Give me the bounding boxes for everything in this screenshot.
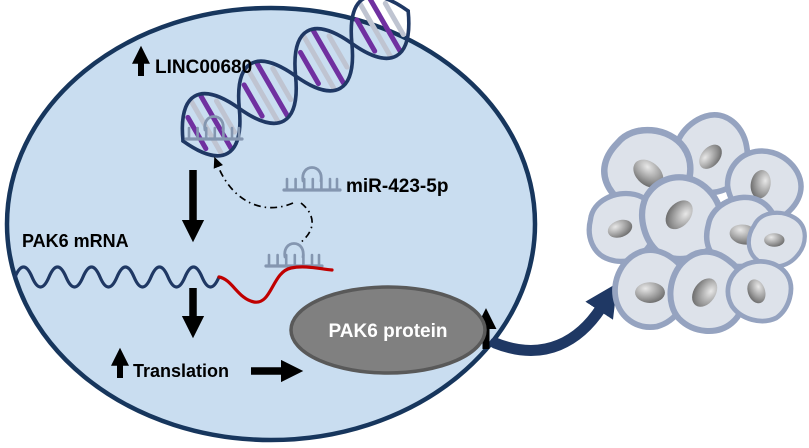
mrna-wave-navy xyxy=(13,265,221,289)
translation-label: Translation xyxy=(133,361,229,381)
dashdot-line-mir-to-mrna xyxy=(299,202,313,244)
protein-ellipse xyxy=(289,285,487,375)
mir423-label: miR-423-5p xyxy=(346,176,448,197)
dashdot-arrow-mir-to-linc xyxy=(213,156,294,209)
cell-membrane xyxy=(4,5,538,443)
dna-helix-icon xyxy=(180,0,411,158)
pak6-protein-label: PAK6 protein xyxy=(329,321,448,342)
cell-to-tumor-arrow xyxy=(489,283,618,356)
pak6-mrna-label: PAK6 mRNA xyxy=(22,231,129,251)
linc00680-label: LINC00680 xyxy=(155,57,252,78)
tumor-cell-cluster-icon xyxy=(589,104,809,340)
mrna-wave-red-target-site xyxy=(217,265,334,304)
